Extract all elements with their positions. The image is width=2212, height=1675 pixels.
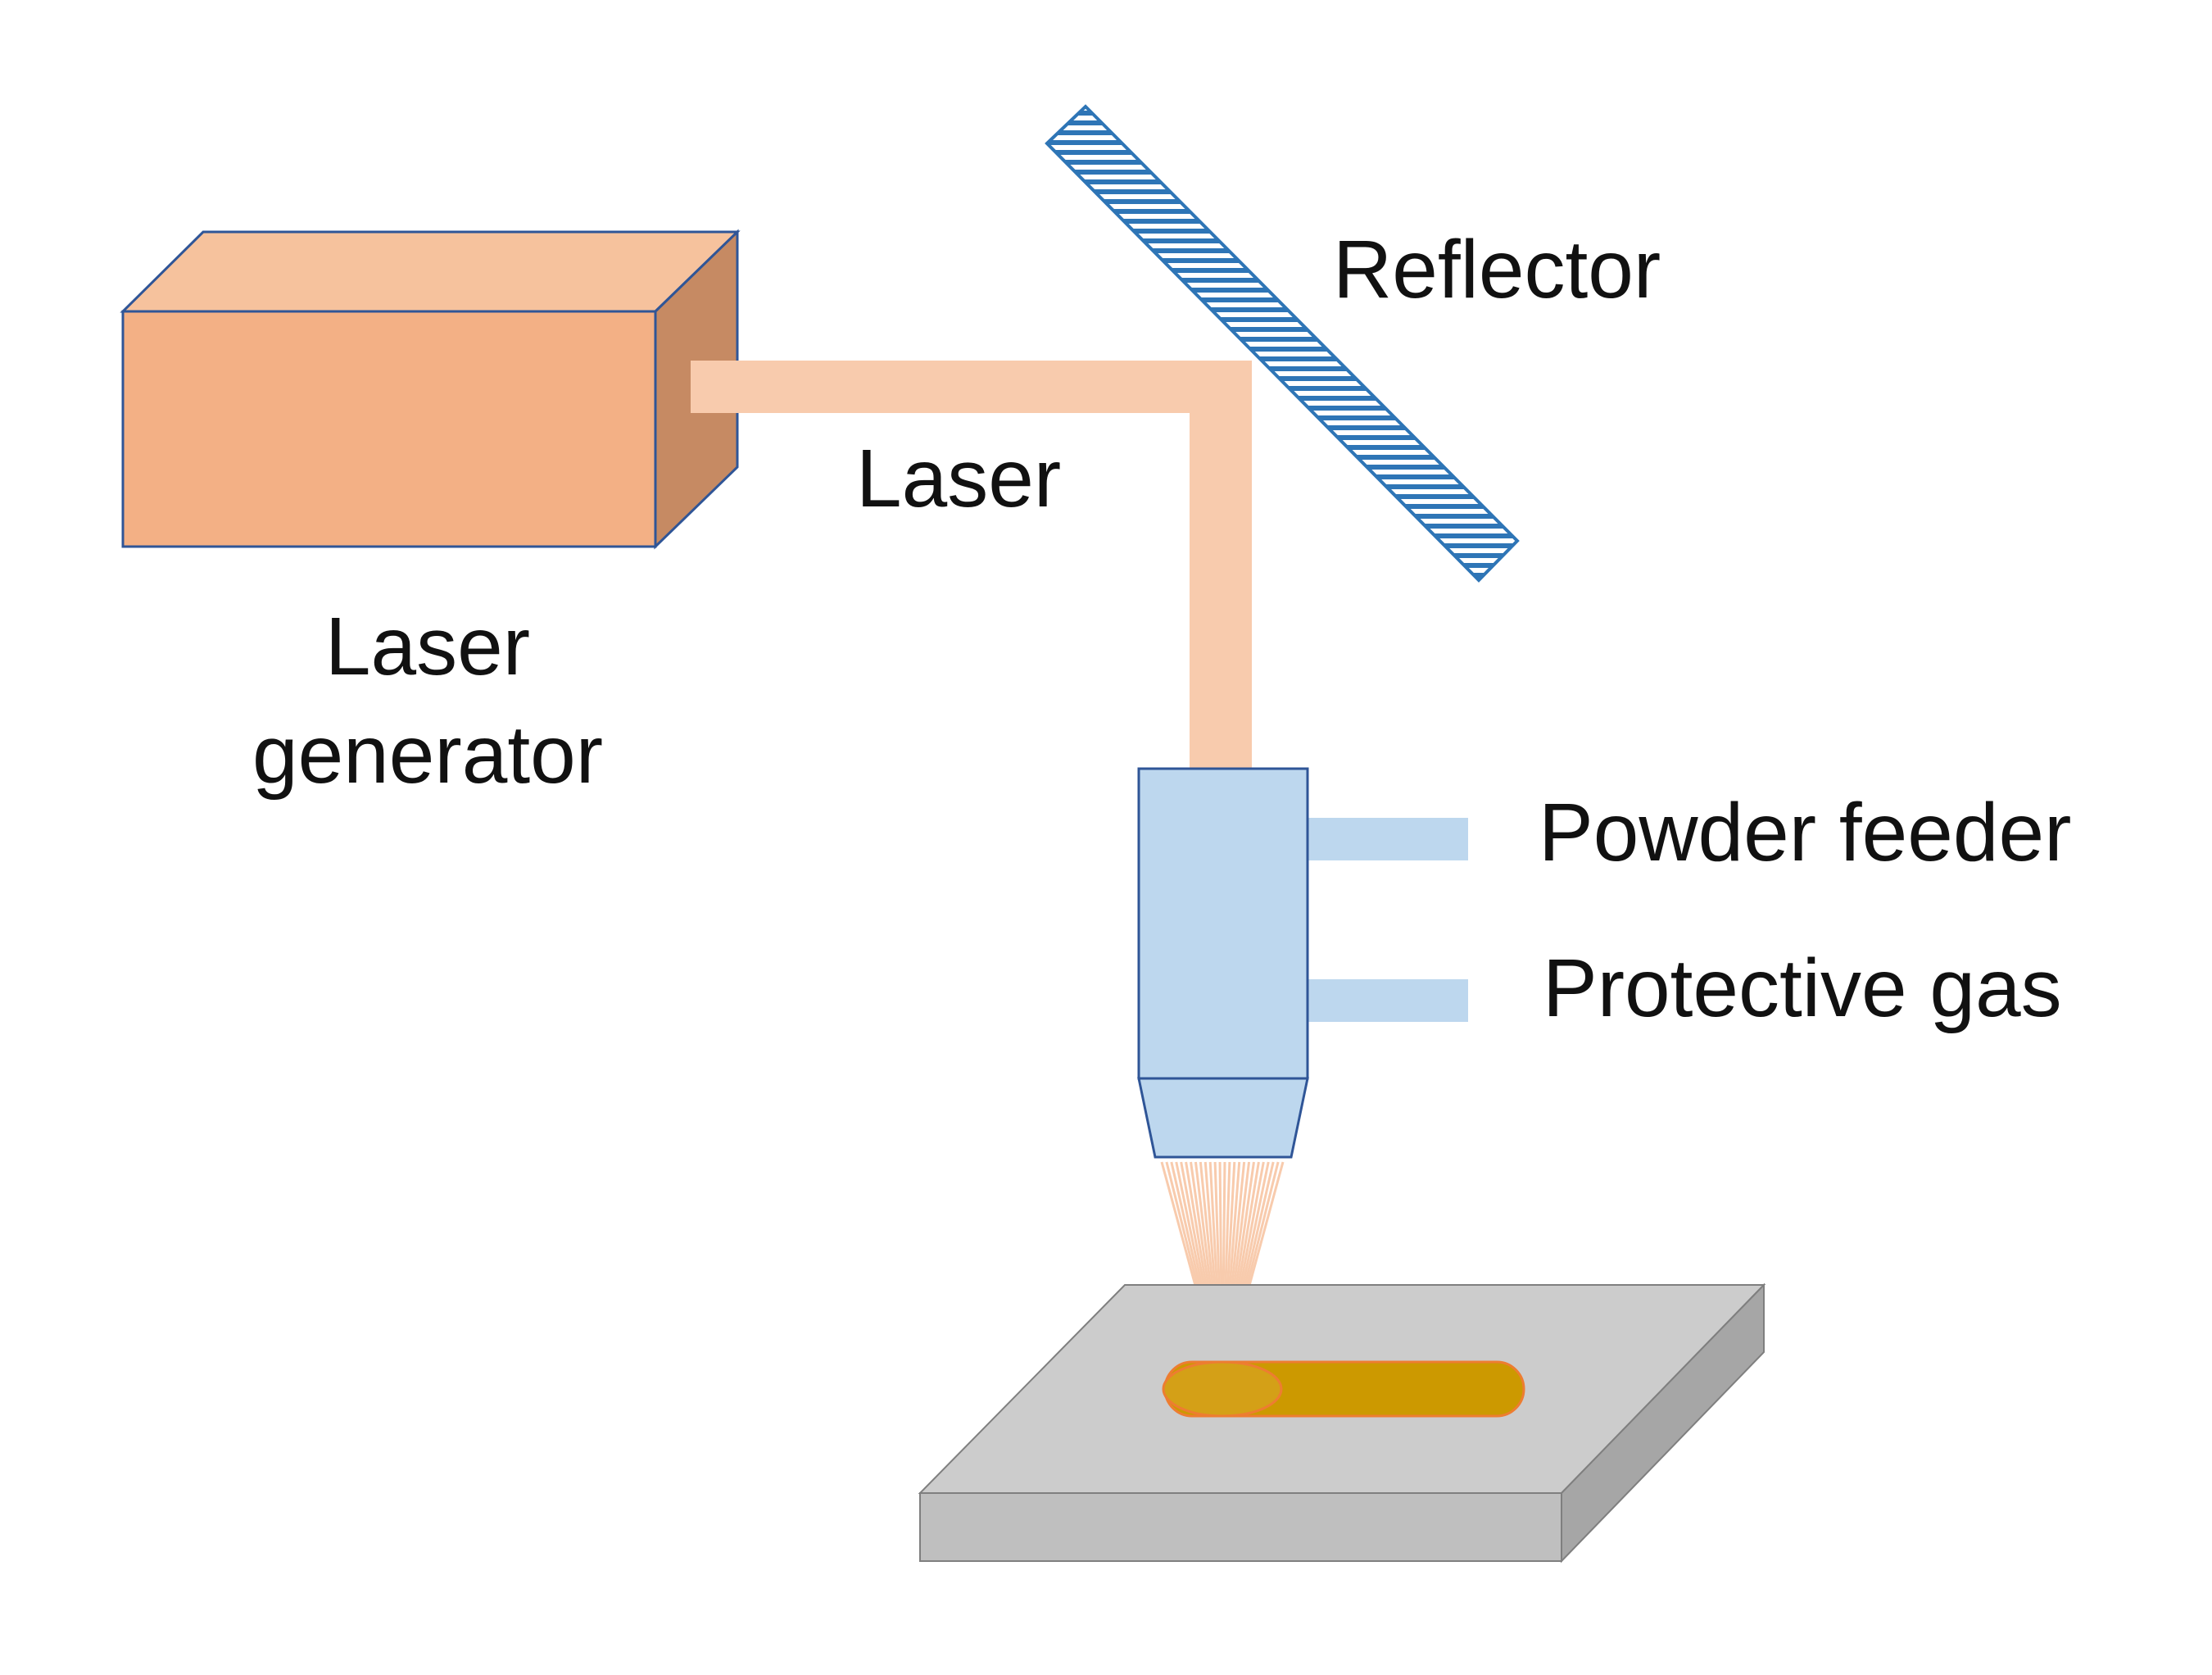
laser-beam xyxy=(691,361,1252,770)
laser-generator-top xyxy=(120,230,741,313)
nozzle-tip xyxy=(1137,1077,1309,1159)
reflector-mirror xyxy=(1045,104,1520,583)
laser-generator-label-line1: Laser xyxy=(325,601,530,692)
protective-gas-label: Protective gas xyxy=(1543,942,2062,1034)
melt-pool xyxy=(1162,1360,1283,1418)
nozzle xyxy=(1137,767,1468,1159)
laser-beam-horizontal xyxy=(691,361,1252,413)
nozzle-body xyxy=(1137,767,1309,1080)
laser-beam-vertical xyxy=(1190,361,1252,770)
laser-label: Laser xyxy=(856,433,1061,524)
laser-generator-front xyxy=(121,310,657,548)
substrate xyxy=(918,1282,1766,1564)
substrate-front xyxy=(919,1492,1562,1562)
reflector-label: Reflector xyxy=(1333,224,1661,315)
laser-generator-label-line2: generator xyxy=(252,709,603,801)
cladding-track xyxy=(1162,1360,1525,1418)
laser-generator xyxy=(120,229,741,550)
powder-feeder-pipe xyxy=(1308,818,1468,860)
powder-feeder-label: Powder feeder xyxy=(1539,787,2071,878)
protective-gas-pipe xyxy=(1308,979,1468,1022)
